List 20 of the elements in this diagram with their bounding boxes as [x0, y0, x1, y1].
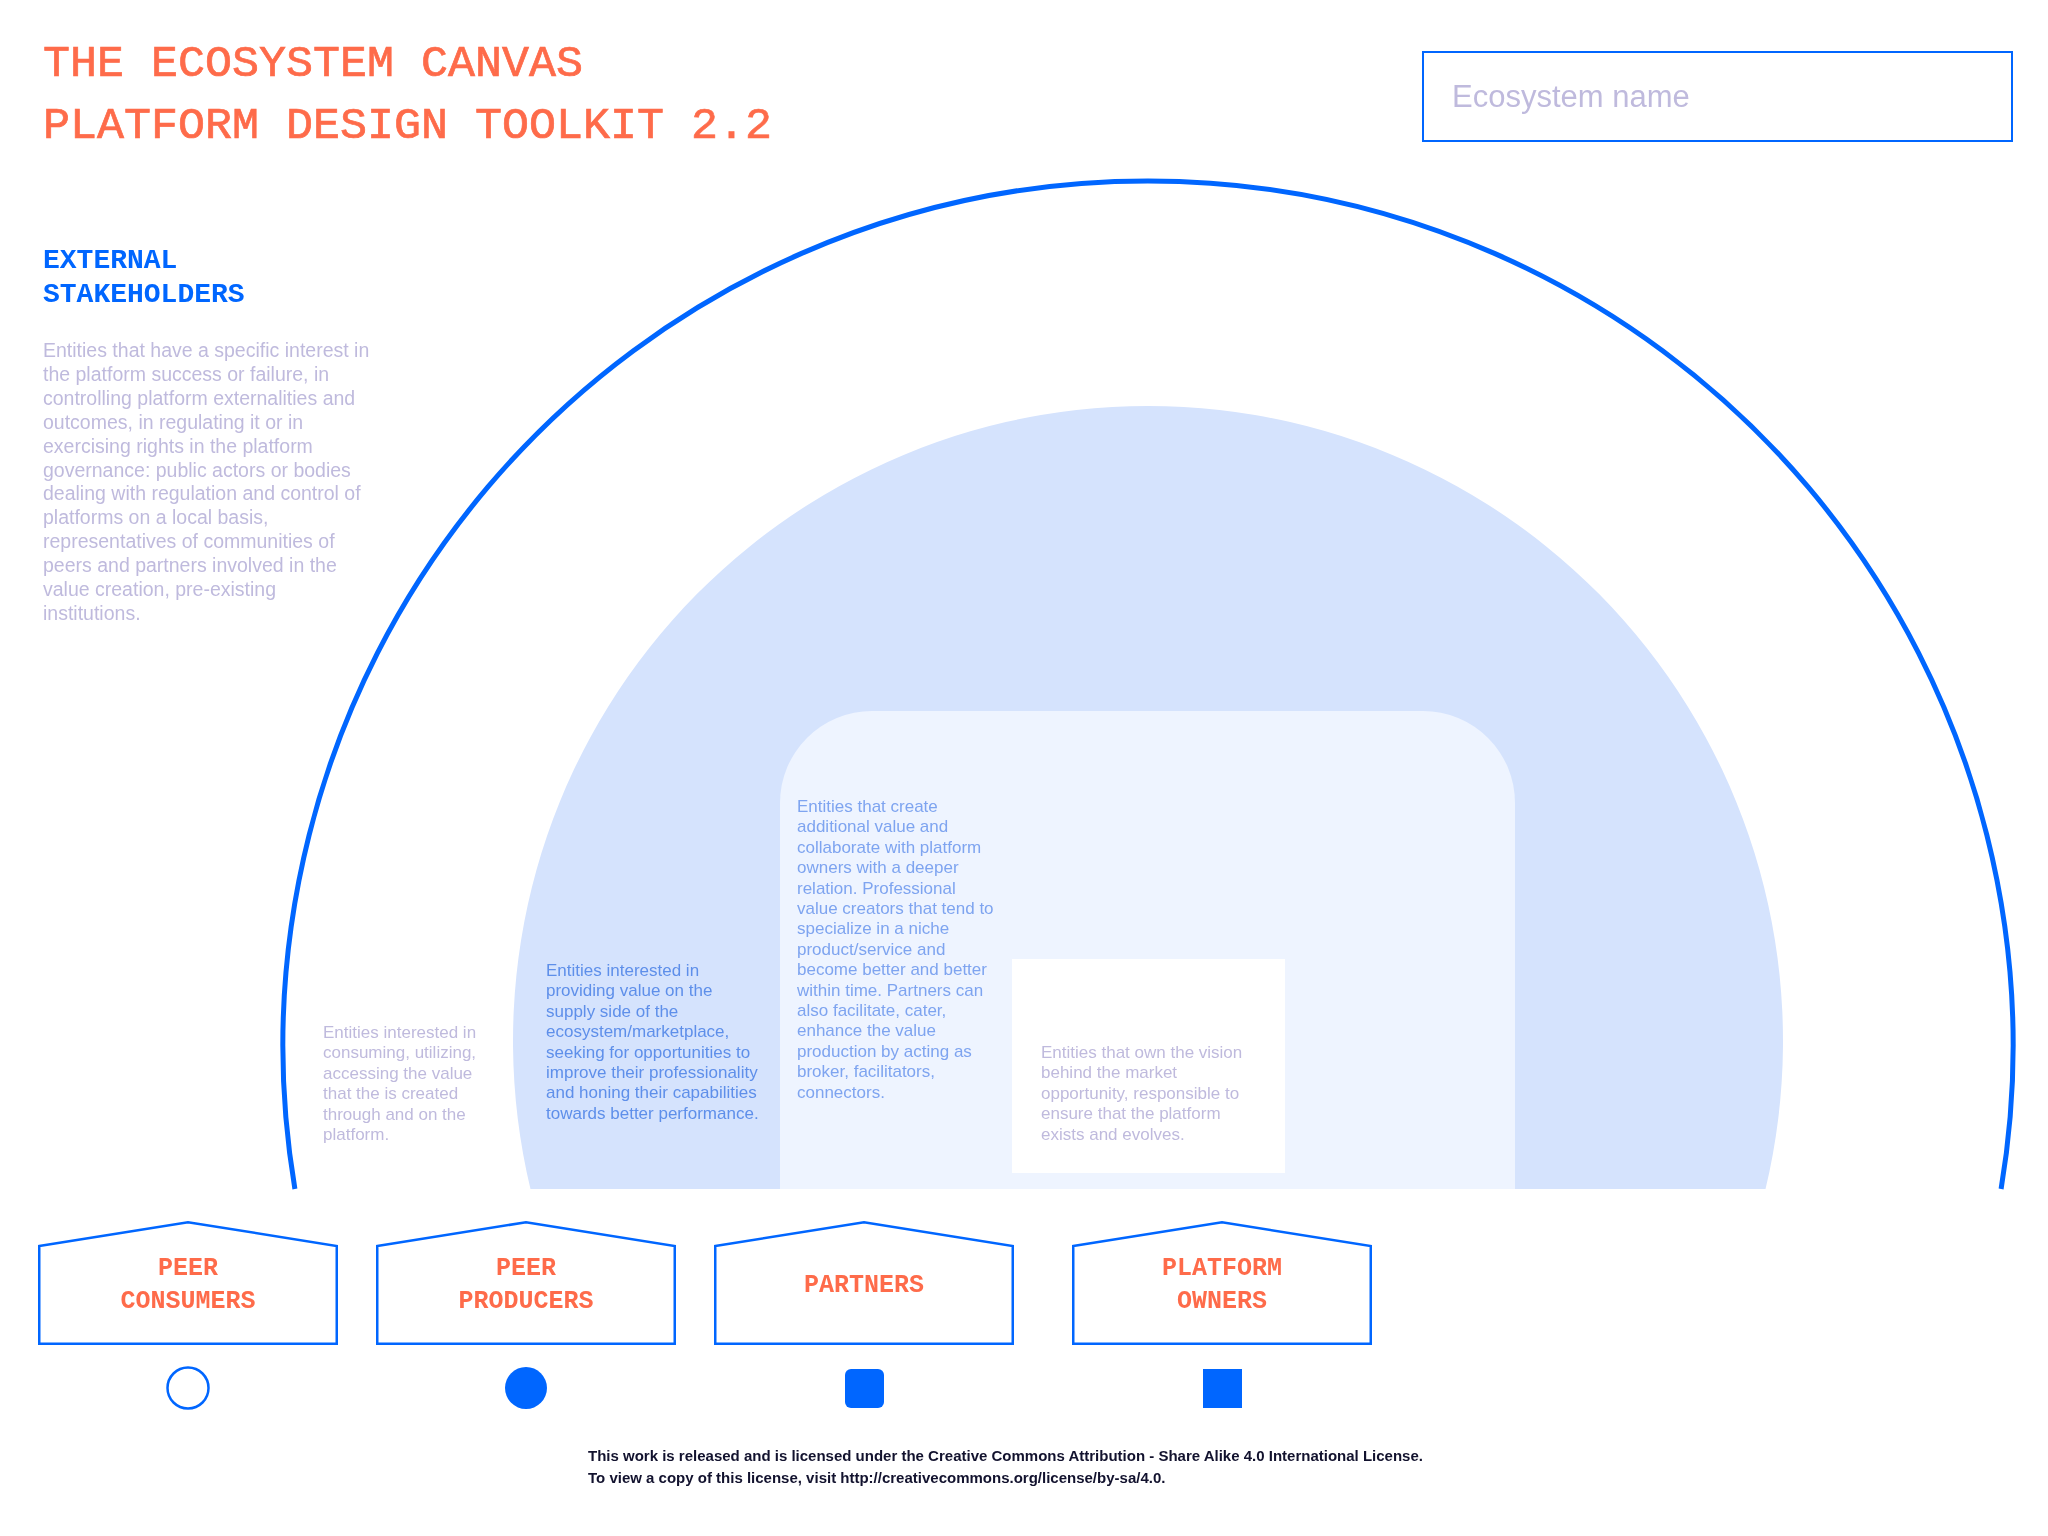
rounded-panel: [780, 711, 1515, 1189]
house-shaped-panel: [714, 1221, 1014, 1345]
title-text: THE ECOSYSTEM CANVAS PLATFORM DESIGN TOOLKIT 2.2: [43, 38, 774, 154]
description-text: Entities that have a specific interest in the platform success or failure, in controlling platform externalities and outcomes, in regulating it or in exercising rights in the platform governance: public actors or bodies dealing with regulation and control of platforms on a local basis, representatives of communities of peers and partners involved in the value creation, pre-existing institutions.: [43, 339, 371, 626]
category-label: PLATFORM OWNERS: [1161, 1253, 1283, 1318]
category-label: PEER PRODUCERS: [457, 1253, 595, 1318]
house-shaped-panel: [376, 1221, 676, 1345]
house-shaped-panel: [1072, 1221, 1372, 1345]
description-text: Entities interested in consuming, utilizing, accessing the value that the is created through and on the platform.: [323, 1023, 478, 1146]
section-heading: EXTERNAL STAKEHOLDERS: [43, 244, 246, 312]
house-shaped-panel: [38, 1221, 338, 1345]
license-text: To view a copy of this license, visit http://creativecommons.org/license/by-sa/4.0.: [588, 1468, 1166, 1488]
input-field: Ecosystem name: [1422, 51, 2013, 142]
description-text: Entities that create additional value and collaborate with platform owners with a deeper relation. Professional value creators that tend to specialize in a niche product/service and become better and better within time. Partners can also facilitate, cater, enhance the value production by acting as broker, facilitators, connectors.: [797, 797, 995, 1104]
semicircle-zone: [513, 406, 1783, 1189]
license-text: This work is released and is licensed under the Creative Commons Attribution - Share Alike 4.0 International License.: [588, 1446, 1423, 1466]
category-label: PEER CONSUMERS: [119, 1253, 257, 1318]
description-text: Entities interested in providing value on the supply side of the ecosystem/marketplace, seeking for opportunities to improve their professionality and honing their capabilities towards better performance.: [546, 961, 760, 1125]
category-label: PARTNERS: [804, 1269, 924, 1302]
description-text: Entities that own the vision behind the market opportunity, responsible to ensure that the platform exists and evolves.: [1041, 1043, 1244, 1146]
